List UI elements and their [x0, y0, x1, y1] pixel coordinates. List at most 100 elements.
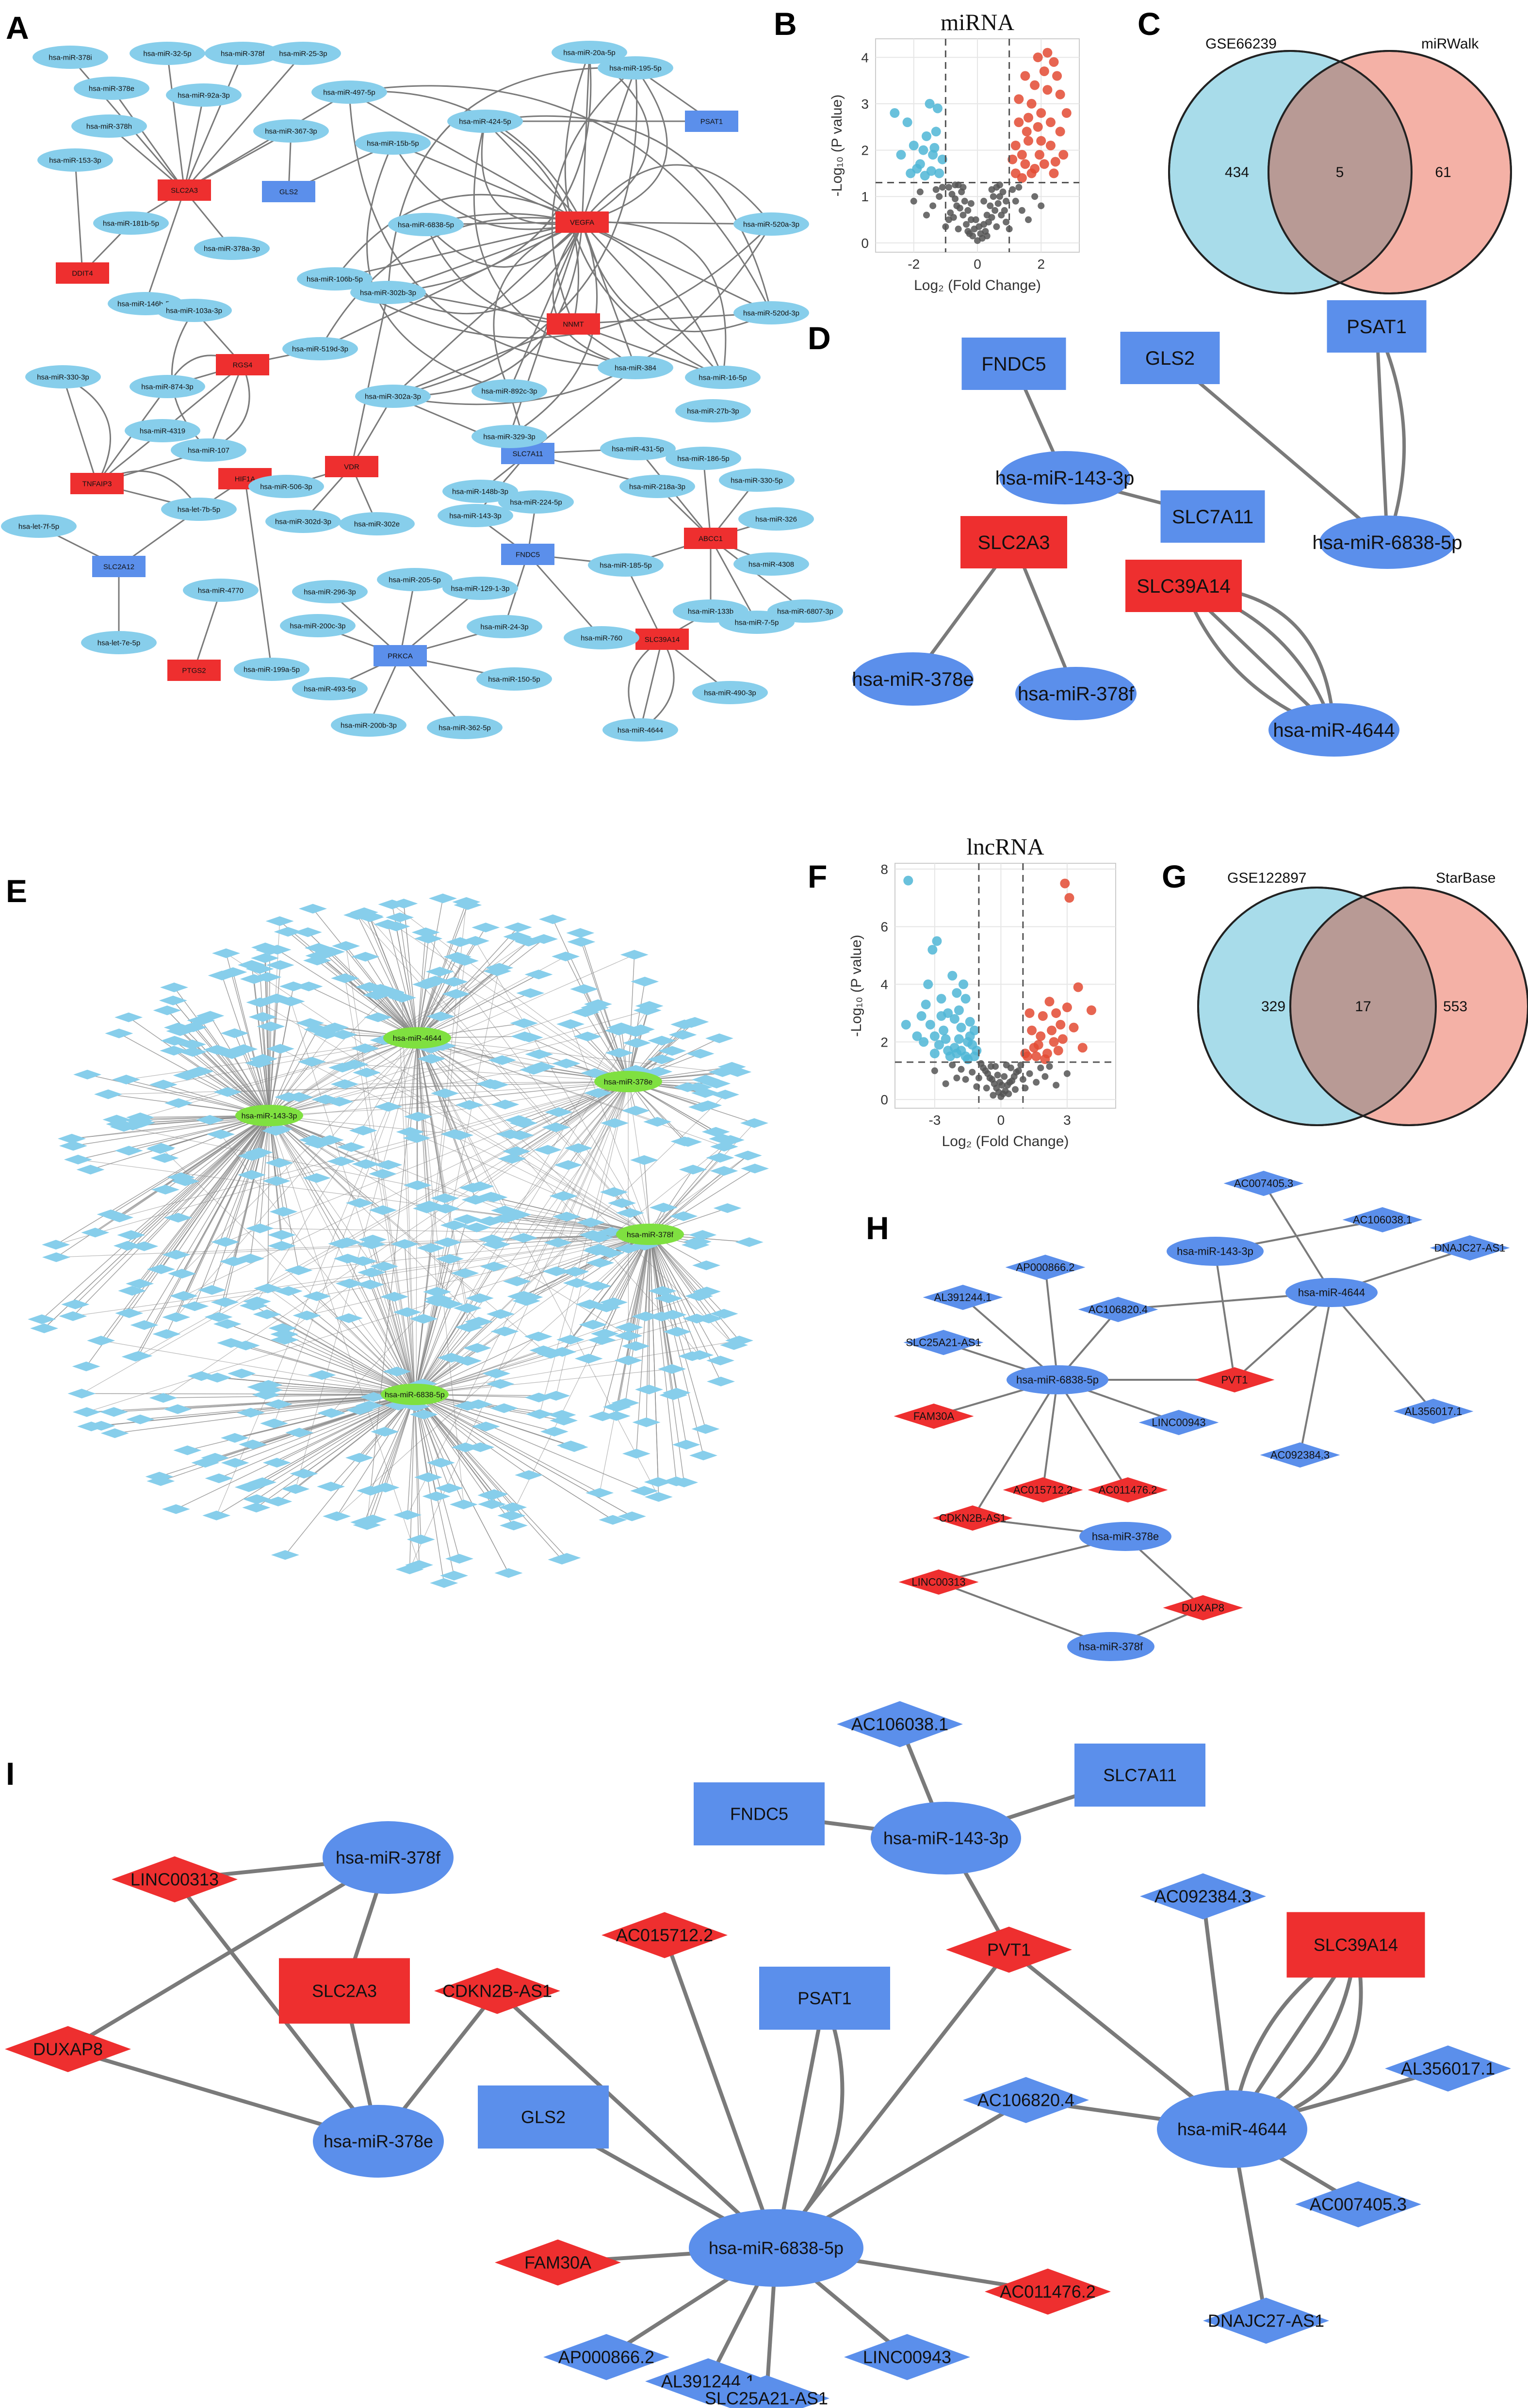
node-slc7a11[interactable]: SLC7A11 — [1074, 1744, 1205, 1807]
node-hsa-mir-200b-3p[interactable]: hsa-miR-200b-3p — [331, 713, 406, 737]
node-linc00943[interactable]: LINC00943 — [1138, 1410, 1219, 1435]
lncrna-node[interactable] — [550, 1415, 578, 1425]
lncrna-node[interactable] — [351, 952, 380, 962]
lncrna-node[interactable] — [359, 1392, 388, 1402]
lncrna-node[interactable] — [611, 1398, 640, 1408]
lncrna-node[interactable] — [266, 960, 294, 970]
lncrna-node[interactable] — [248, 1477, 277, 1487]
lncrna-node[interactable] — [167, 1172, 195, 1182]
lncrna-node[interactable] — [709, 1134, 737, 1144]
node-cdkn2b-as1[interactable]: CDKN2B-AS1 — [434, 1968, 560, 2014]
lncrna-node[interactable] — [544, 1238, 572, 1248]
lncrna-node[interactable] — [173, 1070, 201, 1081]
lncrna-node[interactable] — [711, 1089, 740, 1099]
node-hsa-mir-378f[interactable]: hsa-miR-378f — [1015, 667, 1137, 720]
lncrna-node[interactable] — [423, 1296, 452, 1307]
lncrna-node[interactable] — [490, 1403, 519, 1413]
node-ap000866-2[interactable]: AP000866.2 — [543, 2334, 669, 2380]
node-hsa-mir-25-3p[interactable]: hsa-miR-25-3p — [265, 42, 341, 65]
node-fndc5[interactable]: FNDC5 — [501, 544, 554, 565]
node-hsa-let-7f-5p[interactable]: hsa-let-7f-5p — [1, 515, 77, 538]
lncrna-node[interactable] — [105, 1212, 134, 1223]
lncrna-node[interactable] — [251, 953, 279, 963]
node-hsa-mir-148b-3p[interactable]: hsa-miR-148b-3p — [442, 480, 518, 503]
lncrna-node[interactable] — [217, 1338, 245, 1348]
lncrna-node[interactable] — [152, 1329, 181, 1339]
lncrna-node[interactable] — [516, 988, 545, 998]
lncrna-node[interactable] — [575, 1299, 604, 1309]
lncrna-node[interactable] — [449, 1500, 478, 1510]
lncrna-node[interactable] — [229, 1044, 258, 1054]
node-hsa-mir-4770[interactable]: hsa-miR-4770 — [183, 579, 259, 602]
lncrna-node[interactable] — [221, 1433, 249, 1443]
lncrna-node[interactable] — [42, 1240, 70, 1250]
lncrna-node[interactable] — [72, 1361, 100, 1372]
lncrna-node[interactable] — [466, 1442, 495, 1452]
lncrna-node[interactable] — [422, 1491, 451, 1502]
lncrna-node[interactable] — [293, 927, 322, 937]
lncrna-node[interactable] — [707, 1376, 735, 1387]
lncrna-node[interactable] — [213, 1319, 242, 1329]
lncrna-node[interactable] — [621, 1105, 650, 1115]
lncrna-node[interactable] — [445, 1130, 474, 1140]
lncrna-node[interactable] — [626, 1024, 655, 1034]
lncrna-node[interactable] — [169, 1291, 198, 1301]
lncrna-node[interactable] — [59, 1311, 87, 1321]
lncrna-node[interactable] — [265, 1158, 293, 1168]
node-hsa-mir-302a-3p[interactable]: hsa-miR-302a-3p — [355, 385, 431, 408]
node-hsa-mir-32-5p[interactable]: hsa-miR-32-5p — [130, 42, 205, 65]
lncrna-node[interactable] — [439, 977, 468, 987]
lncrna-node[interactable] — [621, 1341, 650, 1351]
lncrna-node[interactable] — [328, 1239, 357, 1249]
lncrna-node[interactable] — [635, 1384, 664, 1394]
lncrna-node[interactable] — [527, 1062, 556, 1072]
node-hsa-mir-302b-3p[interactable]: hsa-miR-302b-3p — [350, 281, 426, 304]
lncrna-node[interactable] — [164, 1098, 193, 1108]
lncrna-node[interactable] — [299, 1135, 327, 1145]
lncrna-node[interactable] — [482, 1369, 511, 1379]
lncrna-node[interactable] — [371, 1427, 399, 1437]
lncrna-node[interactable] — [204, 1312, 233, 1322]
lncrna-node[interactable] — [236, 1407, 265, 1418]
lncrna-node[interactable] — [270, 1329, 299, 1339]
lncrna-node[interactable] — [706, 1356, 735, 1366]
node-hsa-mir-431-5p[interactable]: hsa-miR-431-5p — [600, 437, 676, 460]
lncrna-node[interactable] — [477, 1192, 505, 1202]
lncrna-node[interactable] — [274, 1286, 303, 1296]
lncrna-node[interactable] — [431, 1088, 459, 1099]
node-hsa-mir-520d-3p[interactable]: hsa-miR-520d-3p — [733, 301, 809, 324]
node-hsa-mir-185-5p[interactable]: hsa-miR-185-5p — [588, 553, 664, 577]
lncrna-node[interactable] — [126, 1278, 154, 1289]
node-gls2[interactable]: GLS2 — [262, 181, 315, 202]
lncrna-node[interactable] — [465, 1293, 494, 1303]
lncrna-node[interactable] — [584, 1088, 612, 1098]
node-hsa-mir-27b-3p[interactable]: hsa-miR-27b-3p — [675, 399, 751, 422]
lncrna-node[interactable] — [371, 1483, 400, 1493]
node-hsa-mir-6807-3p[interactable]: hsa-miR-6807-3p — [767, 599, 843, 623]
lncrna-node[interactable] — [191, 1457, 220, 1468]
node-hsa-let-7e-5p[interactable]: hsa-let-7e-5p — [81, 631, 157, 654]
lncrna-node[interactable] — [81, 1228, 110, 1238]
lncrna-node[interactable] — [303, 1291, 331, 1301]
lncrna-node[interactable] — [262, 1176, 291, 1186]
node-hsa-mir-378a-3p[interactable]: hsa-miR-378a-3p — [194, 237, 270, 260]
lncrna-node[interactable] — [331, 973, 359, 983]
lncrna-node[interactable] — [304, 943, 333, 953]
lncrna-node[interactable] — [213, 1087, 242, 1097]
lncrna-node[interactable] — [269, 1207, 298, 1217]
lncrna-node[interactable] — [453, 1214, 481, 1224]
lncrna-node[interactable] — [608, 1198, 636, 1208]
node-hsa-mir-326[interactable]: hsa-miR-326 — [738, 507, 814, 531]
lncrna-node[interactable] — [556, 1335, 585, 1345]
node-hsa-mir-378e[interactable]: hsa-miR-378e — [852, 652, 974, 706]
node-psat1[interactable]: PSAT1 — [1327, 300, 1427, 353]
lncrna-node[interactable] — [573, 1032, 602, 1042]
lncrna-node[interactable] — [571, 1007, 600, 1018]
lncrna-node[interactable] — [267, 1241, 296, 1251]
lncrna-node[interactable] — [590, 1328, 619, 1339]
node-hsa-mir-424-5p[interactable]: hsa-miR-424-5p — [447, 110, 523, 133]
lncrna-node[interactable] — [525, 1409, 554, 1419]
node-hsa-mir-378f[interactable]: hsa-miR-378f — [205, 42, 280, 65]
lncrna-node[interactable] — [345, 1405, 374, 1415]
node-fam30a[interactable]: FAM30A — [495, 2239, 621, 2286]
